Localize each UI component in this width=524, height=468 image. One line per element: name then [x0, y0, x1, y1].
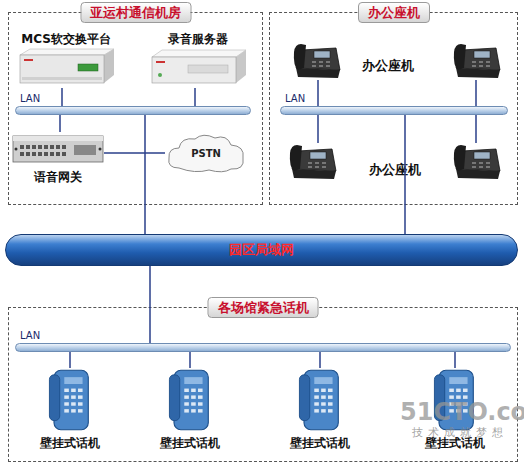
network-link: [454, 352, 456, 368]
lan-label: LAN: [20, 93, 40, 105]
network-link: [194, 88, 196, 106]
network-link: [69, 352, 71, 368]
network-link: [189, 352, 191, 368]
network-link: [149, 266, 151, 343]
device-art: [275, 368, 365, 432]
device-label: 语音网关: [12, 170, 104, 185]
network-link: [104, 152, 165, 154]
phone-wire: [317, 115, 319, 143]
device-label: 壁挂式话机: [145, 436, 235, 451]
room-group: 亚运村通信机房MCS软交换平台录音服务器LAN语音网关PSTN: [8, 12, 263, 205]
desk-phone: [454, 44, 500, 78]
phone-wire: [475, 115, 477, 143]
lan-label: LAN: [20, 330, 40, 342]
desk-phone: [454, 145, 500, 179]
device-label: 壁挂式话机: [25, 436, 115, 451]
phone-wire: [475, 80, 477, 106]
office-phone-label: 办公座机: [362, 57, 414, 75]
network-link: [144, 115, 146, 234]
group-title: 各场馆紧急话机: [208, 297, 319, 318]
lan-bus: LAN: [15, 343, 511, 352]
device-art: [145, 368, 235, 432]
device-label: MCS软交换平台: [16, 32, 116, 47]
recording-server: 录音服务器: [148, 32, 248, 88]
watermark: 51CTO.com: [400, 398, 524, 426]
device-label: 壁挂式话机: [275, 436, 365, 451]
lan-bus: LAN: [280, 106, 508, 115]
network-link: [61, 88, 63, 106]
lan-label: LAN: [285, 93, 305, 105]
cloud-label: PSTN: [165, 148, 247, 159]
device-art: [12, 132, 104, 166]
voice-gateway: 语音网关: [12, 132, 104, 186]
wall-phone: 壁挂式话机: [145, 368, 235, 454]
group-title: 办公座机: [358, 2, 430, 23]
network-link: [319, 352, 321, 368]
softswitch-server: MCS软交换平台: [16, 32, 116, 88]
network-link: [59, 115, 61, 132]
device-art: [16, 47, 116, 87]
lan-bus: LAN: [15, 106, 251, 115]
office-phone-label: 办公座机: [369, 161, 421, 179]
watermark: 技术成就梦想: [412, 425, 508, 440]
wall-phone: 壁挂式话机: [25, 368, 115, 454]
desk-phone: [294, 44, 340, 78]
campus-lan-pipe: 园区局域网: [5, 234, 518, 266]
wall-phone: 壁挂式话机: [275, 368, 365, 454]
pipe-label: 园区局域网: [229, 241, 294, 259]
device-art: [148, 47, 248, 87]
device-art: [25, 368, 115, 432]
desk-phone: [290, 145, 336, 179]
device-label: 录音服务器: [148, 32, 248, 47]
phone-wire: [317, 80, 319, 106]
group-title: 亚运村通信机房: [80, 2, 191, 23]
pstn-cloud: PSTN: [165, 132, 247, 174]
